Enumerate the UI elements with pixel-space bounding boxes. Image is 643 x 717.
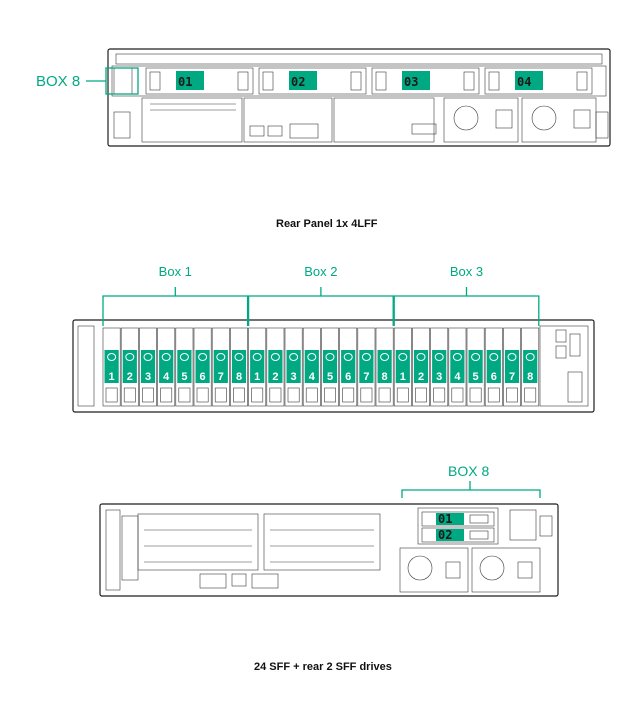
sff-bay: 2 [266,327,285,407]
sff-bay: 6 [339,327,358,407]
sff-bay: 8 [230,327,248,407]
sff-bay: 4 [157,327,176,407]
lff-drive-3: 03 [371,67,480,95]
sff-bay-number: 5 [473,371,479,383]
sff-bay: 4 [302,327,321,407]
sff-bay-number: 3 [291,371,297,383]
sff-bay: 5 [321,327,339,407]
box-label: Box 1 [159,264,192,279]
lff-drive-label: 02 [291,75,305,89]
sff-bay-number: 8 [236,371,242,383]
sff-bay: 2 [120,327,139,407]
rear-sff-label: 02 [438,528,452,542]
sff-bay: 7 [357,327,376,407]
sff-bay-number: 7 [509,371,515,383]
rear-sff-label: 01 [438,512,452,526]
lff-drive-1: 01 [145,67,254,95]
rear-sff-highlight [436,513,464,525]
lff-drive-label: 01 [178,75,192,89]
sff-bay: 3 [139,327,157,407]
lff-drive-bays: 01 02 03 04 [145,67,593,95]
lff-drive-label: 04 [517,75,531,89]
sff-bay: 4 [448,327,467,407]
lff-drive-highlight [402,71,430,90]
sff-bay-number: 2 [418,371,424,383]
rear-panel-4lff: 01 02 03 04 BOX 8 [36,48,611,147]
sff-bay: 2 [412,327,430,407]
lff-drive-2: 02 [258,67,367,95]
sff-bay: 1 [393,327,412,407]
box8-callout-rear: BOX 8 [448,463,489,479]
sff-bay-number: 8 [382,371,388,383]
sff-bay-number: 6 [200,371,206,383]
sff-bay-number: 5 [181,371,187,383]
sff-bay-number: 5 [327,371,333,383]
sff-bay: 1 [102,327,121,407]
sff-bay: 6 [484,327,503,407]
sff-bay: 1 [248,327,267,407]
sff-bay-number: 6 [345,371,351,383]
sff-bay: 5 [175,327,194,407]
sff-bay: 5 [466,327,485,407]
sff-bay: 8 [521,327,540,407]
figure1-caption: Rear Panel 1x 4LFF [276,218,378,230]
lff-drive-4: 04 [484,67,593,95]
box-brackets: Box 1 Box 2 Box 3 [102,264,540,326]
box8-callout: BOX 8 [36,73,80,90]
lff-drive-highlight [515,71,543,90]
figure3-caption: 24 SFF + rear 2 SFF drives [254,661,392,673]
rear-sff-highlight [436,529,464,541]
box-label: Box 3 [450,264,483,279]
lff-drive-label: 03 [404,75,418,89]
rear-sff-drive-2: 02 [421,527,495,543]
sff-bay: 3 [430,327,449,407]
sff-bay-number: 2 [272,371,278,383]
sff-bay-number: 4 [163,371,170,383]
sff-bay-number: 8 [527,371,533,383]
sff-bay: 7 [211,327,230,407]
sff-bay-number: 3 [145,371,151,383]
sff-bay: 8 [375,327,394,407]
sff-bay-number: 6 [491,371,497,383]
sff-bay: 7 [503,327,521,407]
sff-bay-number: 2 [127,371,133,383]
sff-bay-number: 3 [436,371,442,383]
sff-bay-number: 4 [454,371,461,383]
sff-bay-number: 1 [109,371,115,383]
lff-drive-highlight [176,71,204,90]
sff-bay: 3 [284,327,303,407]
sff-bay-number: 7 [363,371,369,383]
rear-sff-drive-1: 01 [421,511,495,527]
sff-bay-number: 7 [218,371,224,383]
sff-bay: 6 [193,327,212,407]
sff-bay-number: 4 [309,371,316,383]
sff-bay-number: 1 [400,371,406,383]
box-label: Box 2 [304,264,337,279]
sff-bay-number: 1 [254,371,260,383]
lff-drive-highlight [289,71,317,90]
